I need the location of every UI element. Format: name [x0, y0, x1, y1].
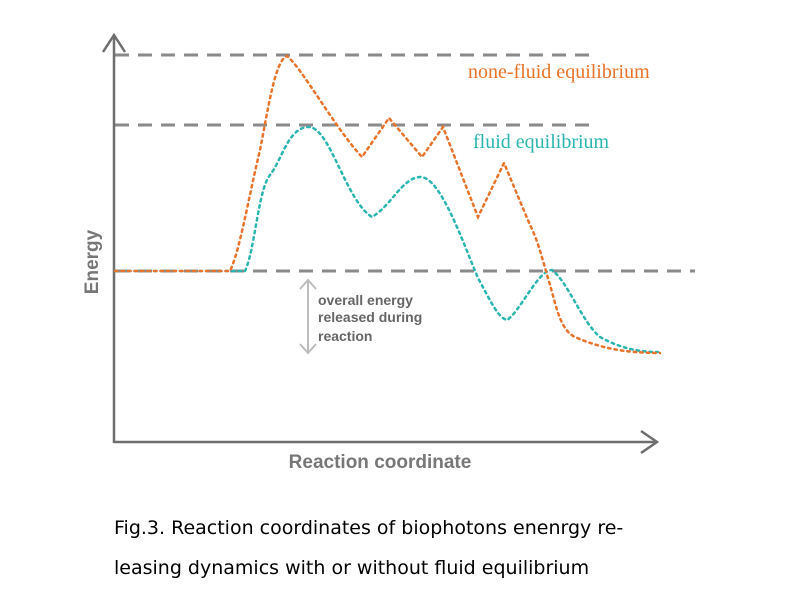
- none-fluid-label: none-fluid equilibrium: [468, 61, 650, 83]
- x-axis-label: Reaction coordinate: [289, 452, 472, 473]
- caption-line-1: Fig.3. Reaction coordinates of biophoton…: [114, 517, 624, 539]
- fluid-label: fluid equilibrium: [473, 131, 610, 153]
- figure-caption: Fig.3. Reaction coordinates of biophoton…: [114, 508, 754, 588]
- x-axis-arrowhead: [640, 429, 660, 455]
- none-fluid-equilibrium-curve: [113, 54, 662, 355]
- y-axis-label: Energy: [82, 229, 103, 294]
- y-axis-arrowhead: [101, 32, 127, 53]
- caption-line-2: leasing dynamics with or without fluid e…: [114, 557, 590, 579]
- fluid-equilibrium-curve: [113, 125, 660, 354]
- energy-released-arrow: [299, 278, 317, 355]
- annotation-line-2: released during: [318, 309, 422, 325]
- annotation-line-1: overall energy: [318, 292, 413, 308]
- annotation-line-3: reaction: [318, 328, 372, 344]
